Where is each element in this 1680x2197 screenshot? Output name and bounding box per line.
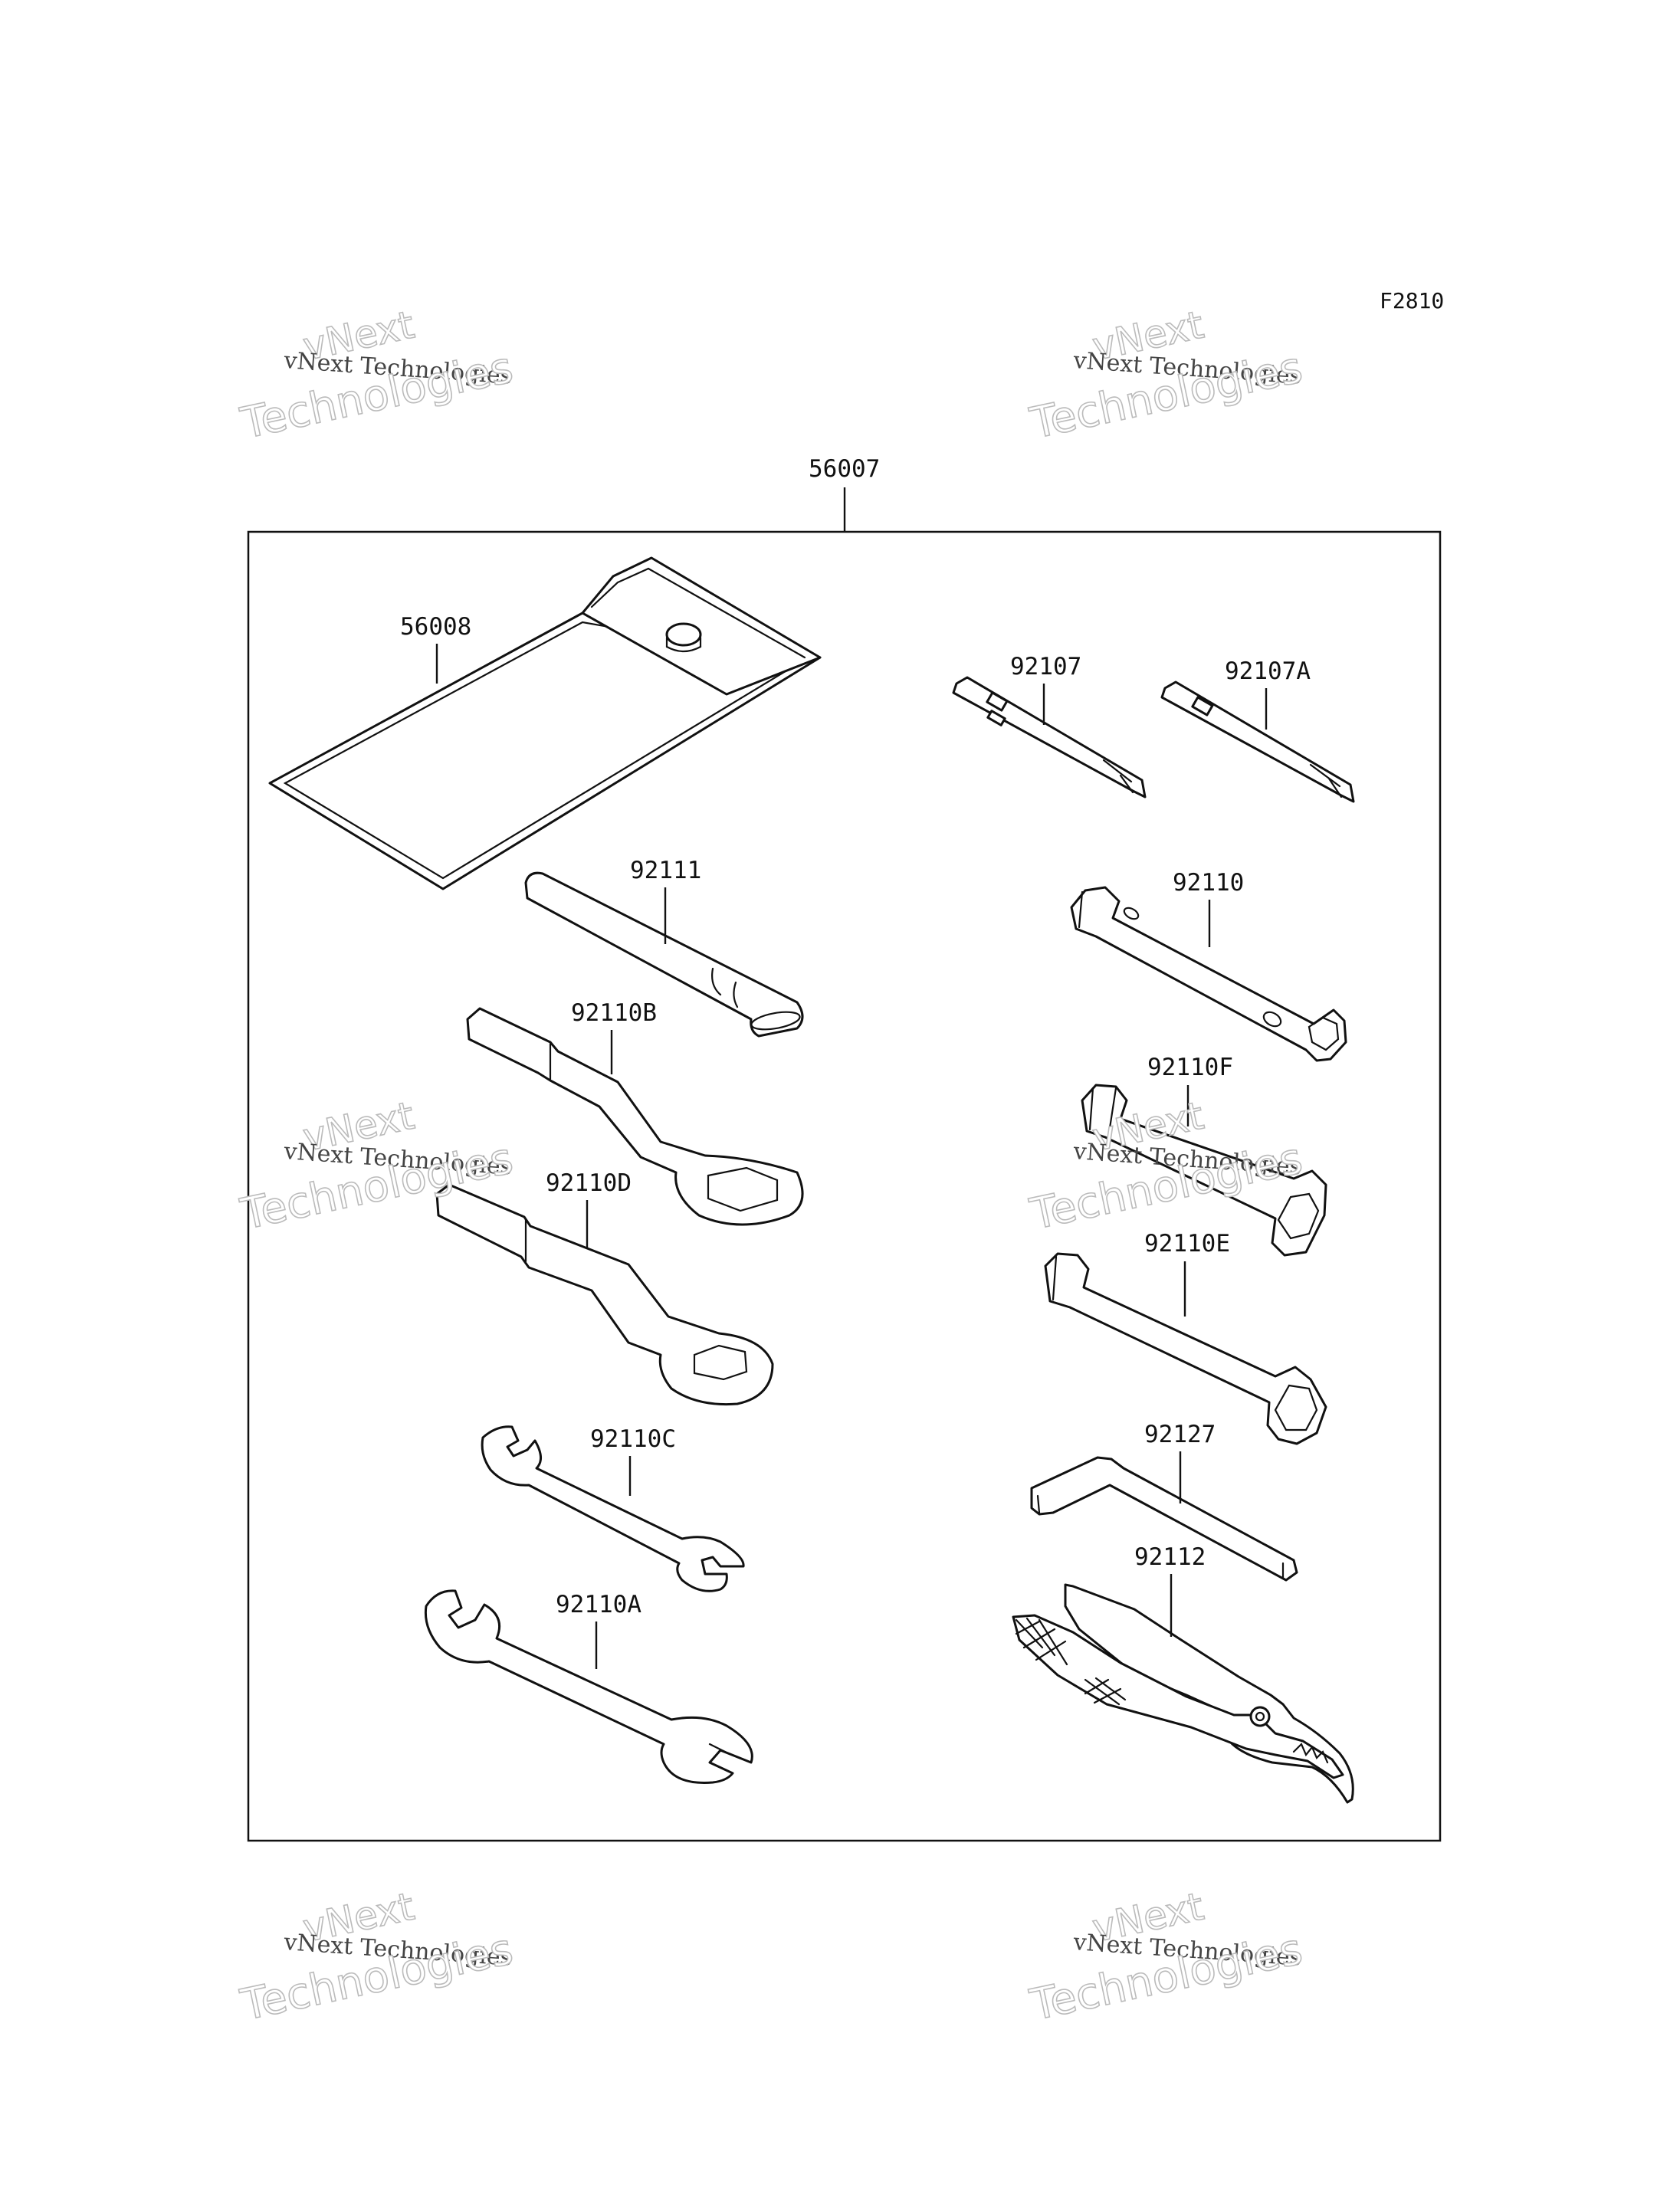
assembly-label: 56007 <box>809 455 880 483</box>
socket-wrench-92110f[interactable] <box>1081 1084 1327 1257</box>
screwdriver-bit-92107a[interactable] <box>1160 680 1355 803</box>
tool-pouch[interactable] <box>268 556 822 890</box>
handle-bar-92111[interactable] <box>524 871 804 1038</box>
label-92110: 92110 <box>1173 869 1244 897</box>
open-wrench-92110c[interactable] <box>481 1425 745 1592</box>
label-92107a: 92107A <box>1225 657 1311 685</box>
box-wrench-92110d[interactable] <box>435 1183 774 1406</box>
label-92110b: 92110B <box>571 999 657 1027</box>
label-92110a: 92110A <box>556 1591 641 1618</box>
label-92112: 92112 <box>1134 1543 1206 1571</box>
socket-wrench-92110e[interactable] <box>1044 1252 1327 1445</box>
screwdriver-bit-92107[interactable] <box>952 676 1147 798</box>
watermark: vNext vNext Technologies Technologies <box>1025 1884 1308 2031</box>
pliers-92112[interactable] <box>1012 1583 1354 1804</box>
label-92111: 92111 <box>630 857 701 884</box>
watermark: vNext vNext Technologies Technologies <box>1025 302 1308 450</box>
watermark: vNext vNext Technologies Technologies <box>236 1884 518 2031</box>
open-wrench-92110a[interactable] <box>424 1589 753 1784</box>
watermark: vNext vNext Technologies Technologies <box>1025 1093 1308 1241</box>
label-56008: 56008 <box>400 613 471 641</box>
figure-ref: F2810 <box>1380 288 1444 313</box>
label-92110c: 92110C <box>590 1425 676 1453</box>
label-92110d: 92110D <box>546 1169 632 1197</box>
watermark: vNext vNext Technologies Technologies <box>236 302 518 450</box>
box-wrench-92110b[interactable] <box>466 1007 804 1226</box>
socket-wrench-92110[interactable] <box>1070 886 1347 1062</box>
label-92110f: 92110F <box>1147 1054 1233 1081</box>
label-92127: 92127 <box>1144 1421 1216 1448</box>
hex-key-92127[interactable] <box>1030 1456 1298 1582</box>
assembly-frame <box>247 530 1442 1842</box>
label-92107: 92107 <box>1010 653 1081 680</box>
label-92110e: 92110E <box>1144 1230 1230 1258</box>
